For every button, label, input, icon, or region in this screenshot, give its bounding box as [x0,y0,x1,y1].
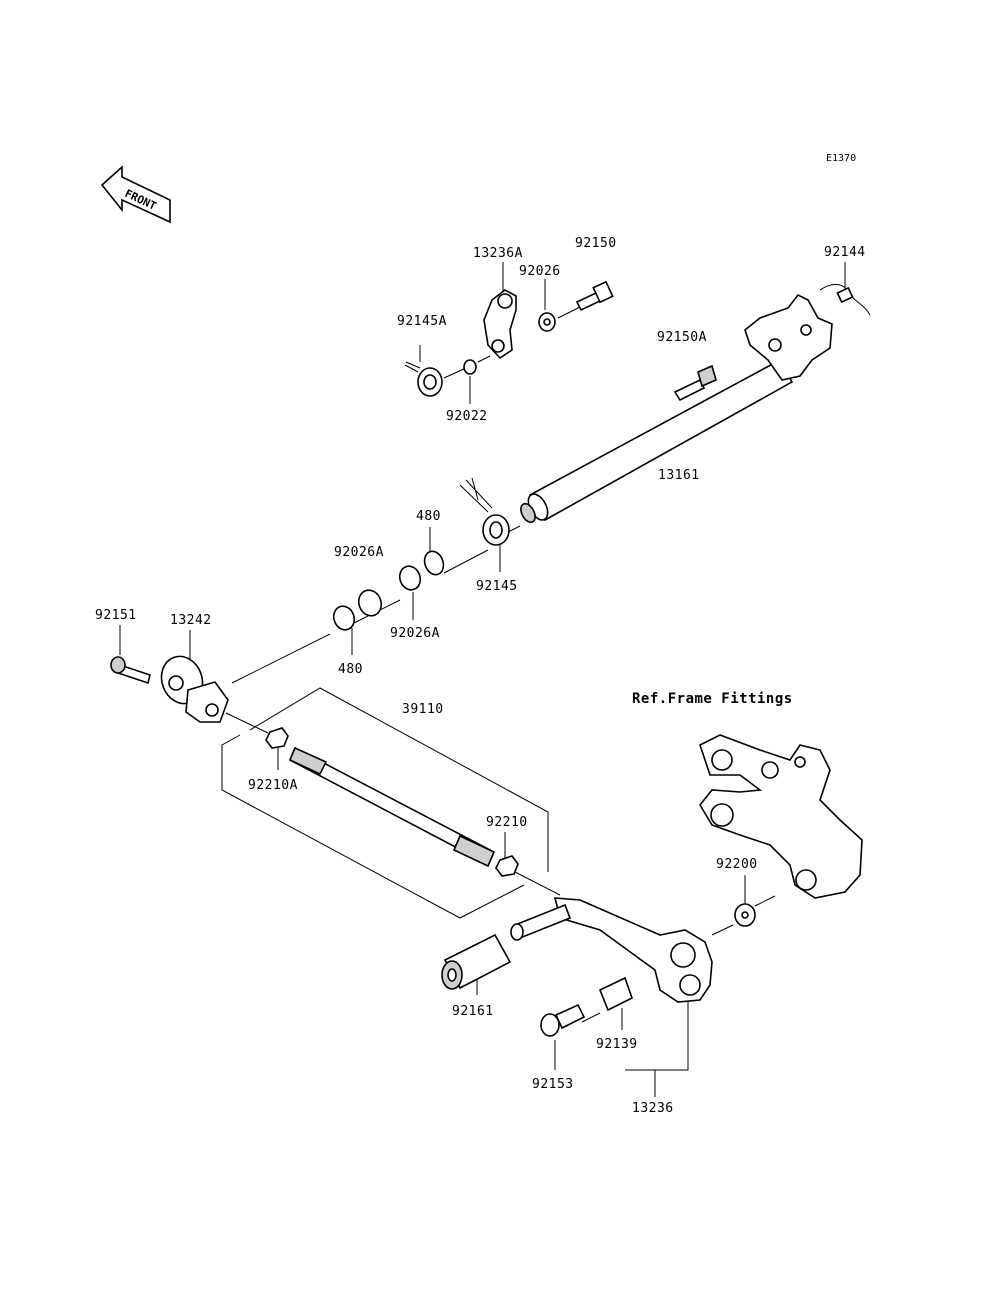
label-92150A: 92150A [657,330,707,345]
label-480-top: 480 [416,509,441,524]
label-13161: 13161 [658,468,700,483]
frame-bracket [699,734,863,899]
label-92210: 92210 [486,815,528,830]
label-92161: 92161 [452,1004,494,1019]
label-92139: 92139 [596,1037,638,1052]
front-arrow-icon: FRONT [100,165,171,224]
label-92210A: 92210A [248,778,298,793]
label-92153: 92153 [532,1077,574,1092]
label-13236A: 13236A [473,246,523,261]
link-lever-assembly [110,655,519,877]
shift-pedal-assembly [441,897,756,1037]
label-92026A-top: 92026A [334,545,384,560]
shift-shaft-assembly [520,283,871,524]
part-labels: 13236A 92150 92026 92144 92145A 92150A 9… [95,236,866,1116]
label-39110: 39110 [402,702,444,717]
label-92022: 92022 [446,409,488,424]
label-92151: 92151 [95,608,137,623]
label-92200: 92200 [716,857,758,872]
label-92145: 92145 [476,579,518,594]
label-92145A: 92145A [397,314,447,329]
label-480-bottom: 480 [338,662,363,677]
label-92150: 92150 [575,236,617,251]
reference-note: Ref.Frame Fittings [632,691,793,707]
label-13242: 13242 [170,613,212,628]
label-92026: 92026 [519,264,561,279]
shaft-rings [332,477,510,631]
label-13236: 13236 [632,1101,674,1116]
top-lever-cluster [404,280,614,397]
label-92144: 92144 [824,245,866,260]
label-92026A-bottom: 92026A [390,626,440,641]
diagram-code: E1370 [826,153,856,164]
